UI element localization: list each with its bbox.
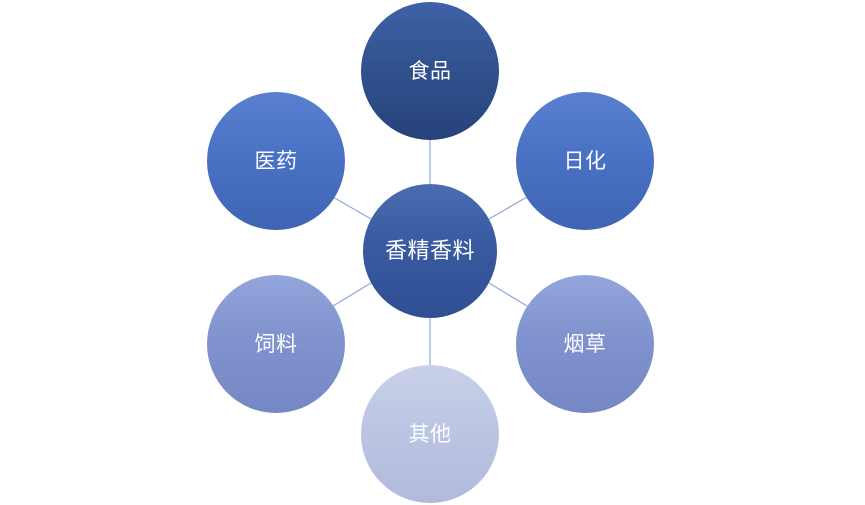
node-other-label: 其他 [408, 422, 452, 446]
node-feed[interactable]: 饲料 [207, 275, 345, 413]
node-tobacco[interactable]: 烟草 [516, 275, 654, 413]
node-tobacco-label: 烟草 [563, 332, 607, 356]
connector-hub-feed [332, 282, 372, 307]
node-hub-flavors-fragrances[interactable]: 香精香料 [363, 184, 497, 318]
node-other[interactable]: 其他 [361, 365, 499, 503]
node-pharmaceutical[interactable]: 医药 [207, 92, 345, 230]
node-daily-chemical-label: 日化 [563, 149, 607, 173]
node-daily-chemical[interactable]: 日化 [516, 92, 654, 230]
connector-hub-daily-chemical [488, 196, 528, 220]
node-feed-label: 饲料 [254, 332, 298, 356]
node-food-label: 食品 [408, 59, 452, 83]
node-pharmaceutical-label: 医药 [254, 149, 298, 173]
connector-hub-pharmaceutical [332, 196, 372, 220]
connector-hub-tobacco [488, 282, 528, 307]
node-hub-label: 香精香料 [384, 238, 475, 263]
node-food[interactable]: 食品 [361, 2, 499, 140]
